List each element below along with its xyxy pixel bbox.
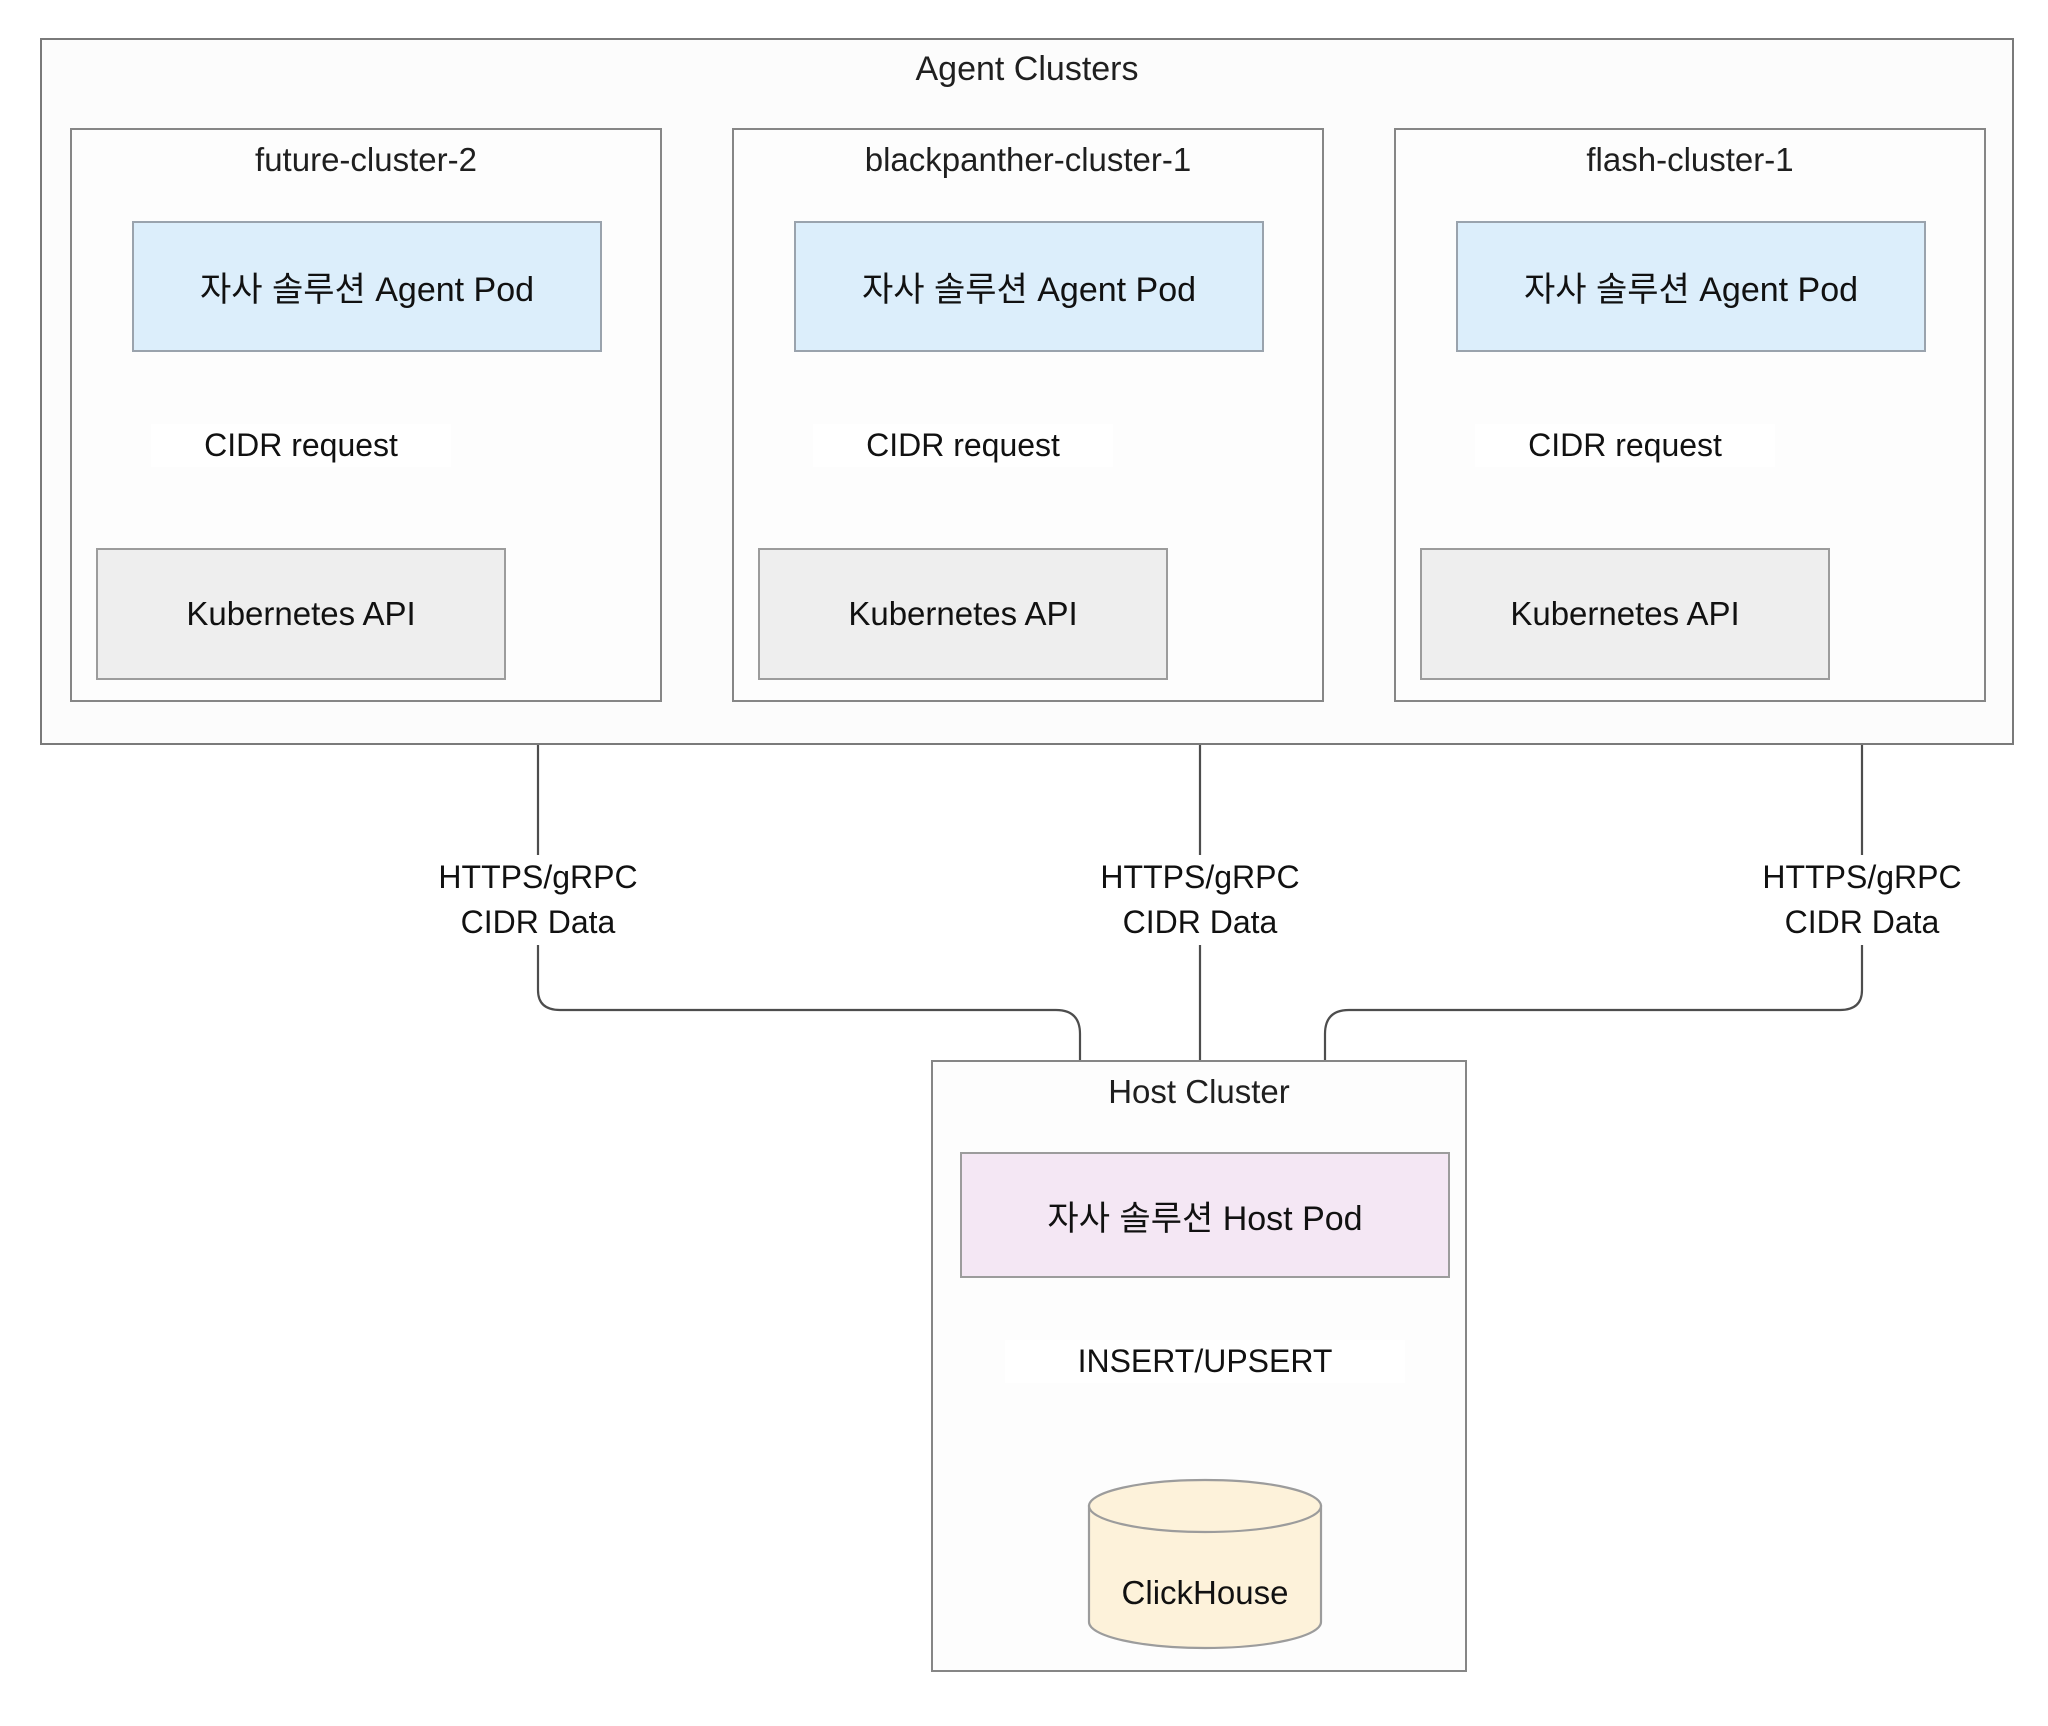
cylinder-shape <box>1087 1478 1323 1650</box>
kubernetes-api-flash-cluster-1[interactable]: Kubernetes API <box>1420 548 1830 680</box>
host-pod[interactable]: 자사 솔루션 Host Pod <box>960 1152 1450 1278</box>
agent-pod-blackpanther-cluster-1[interactable]: 자사 솔루션 Agent Pod <box>794 221 1264 352</box>
uplink-2-line1: HTTPS/gRPC <box>1100 859 1300 895</box>
uplink-1-line2: CIDR Data <box>460 903 616 940</box>
cluster-title-flash-cluster-1: flash-cluster-1 <box>1586 141 1794 178</box>
uplink-2-line2: CIDR Data <box>1122 903 1278 940</box>
edge-label-cidr-request-1: CIDR request <box>151 424 451 468</box>
cluster-title-blackpanther-cluster-1: blackpanther-cluster-1 <box>864 141 1192 178</box>
uplink-3-line2: CIDR Data <box>1784 903 1940 940</box>
edge-label-insert-upsert: INSERT/UPSERT <box>1005 1340 1405 1384</box>
agent-clusters-title: Agent Clusters <box>915 50 1139 88</box>
edge-label-cidr-request-3: CIDR request <box>1475 424 1775 468</box>
edge-label-uplink-3: HTTPS/gRPC CIDR Data <box>1712 855 2012 945</box>
cluster-title-future-cluster-2: future-cluster-2 <box>255 141 477 178</box>
agent-pod-flash-cluster-1[interactable]: 자사 솔루션 Agent Pod <box>1456 221 1926 352</box>
edge-label-uplink-1: HTTPS/gRPC CIDR Data <box>388 855 688 945</box>
uplink-1-line1: HTTPS/gRPC <box>438 859 638 895</box>
edge-label-uplink-2: HTTPS/gRPC CIDR Data <box>1050 855 1350 945</box>
agent-pod-future-cluster-2[interactable]: 자사 솔루션 Agent Pod <box>132 221 602 352</box>
host-cluster-title: Host Cluster <box>1108 1073 1290 1110</box>
clickhouse-database[interactable]: ClickHouse <box>1085 1478 1325 1650</box>
kubernetes-api-future-cluster-2[interactable]: Kubernetes API <box>96 548 506 680</box>
edge-label-cidr-request-2: CIDR request <box>813 424 1113 468</box>
clickhouse-label: ClickHouse <box>1121 1574 1289 1611</box>
kubernetes-api-blackpanther-cluster-1[interactable]: Kubernetes API <box>758 548 1168 680</box>
uplink-3-line1: HTTPS/gRPC <box>1762 859 1962 895</box>
